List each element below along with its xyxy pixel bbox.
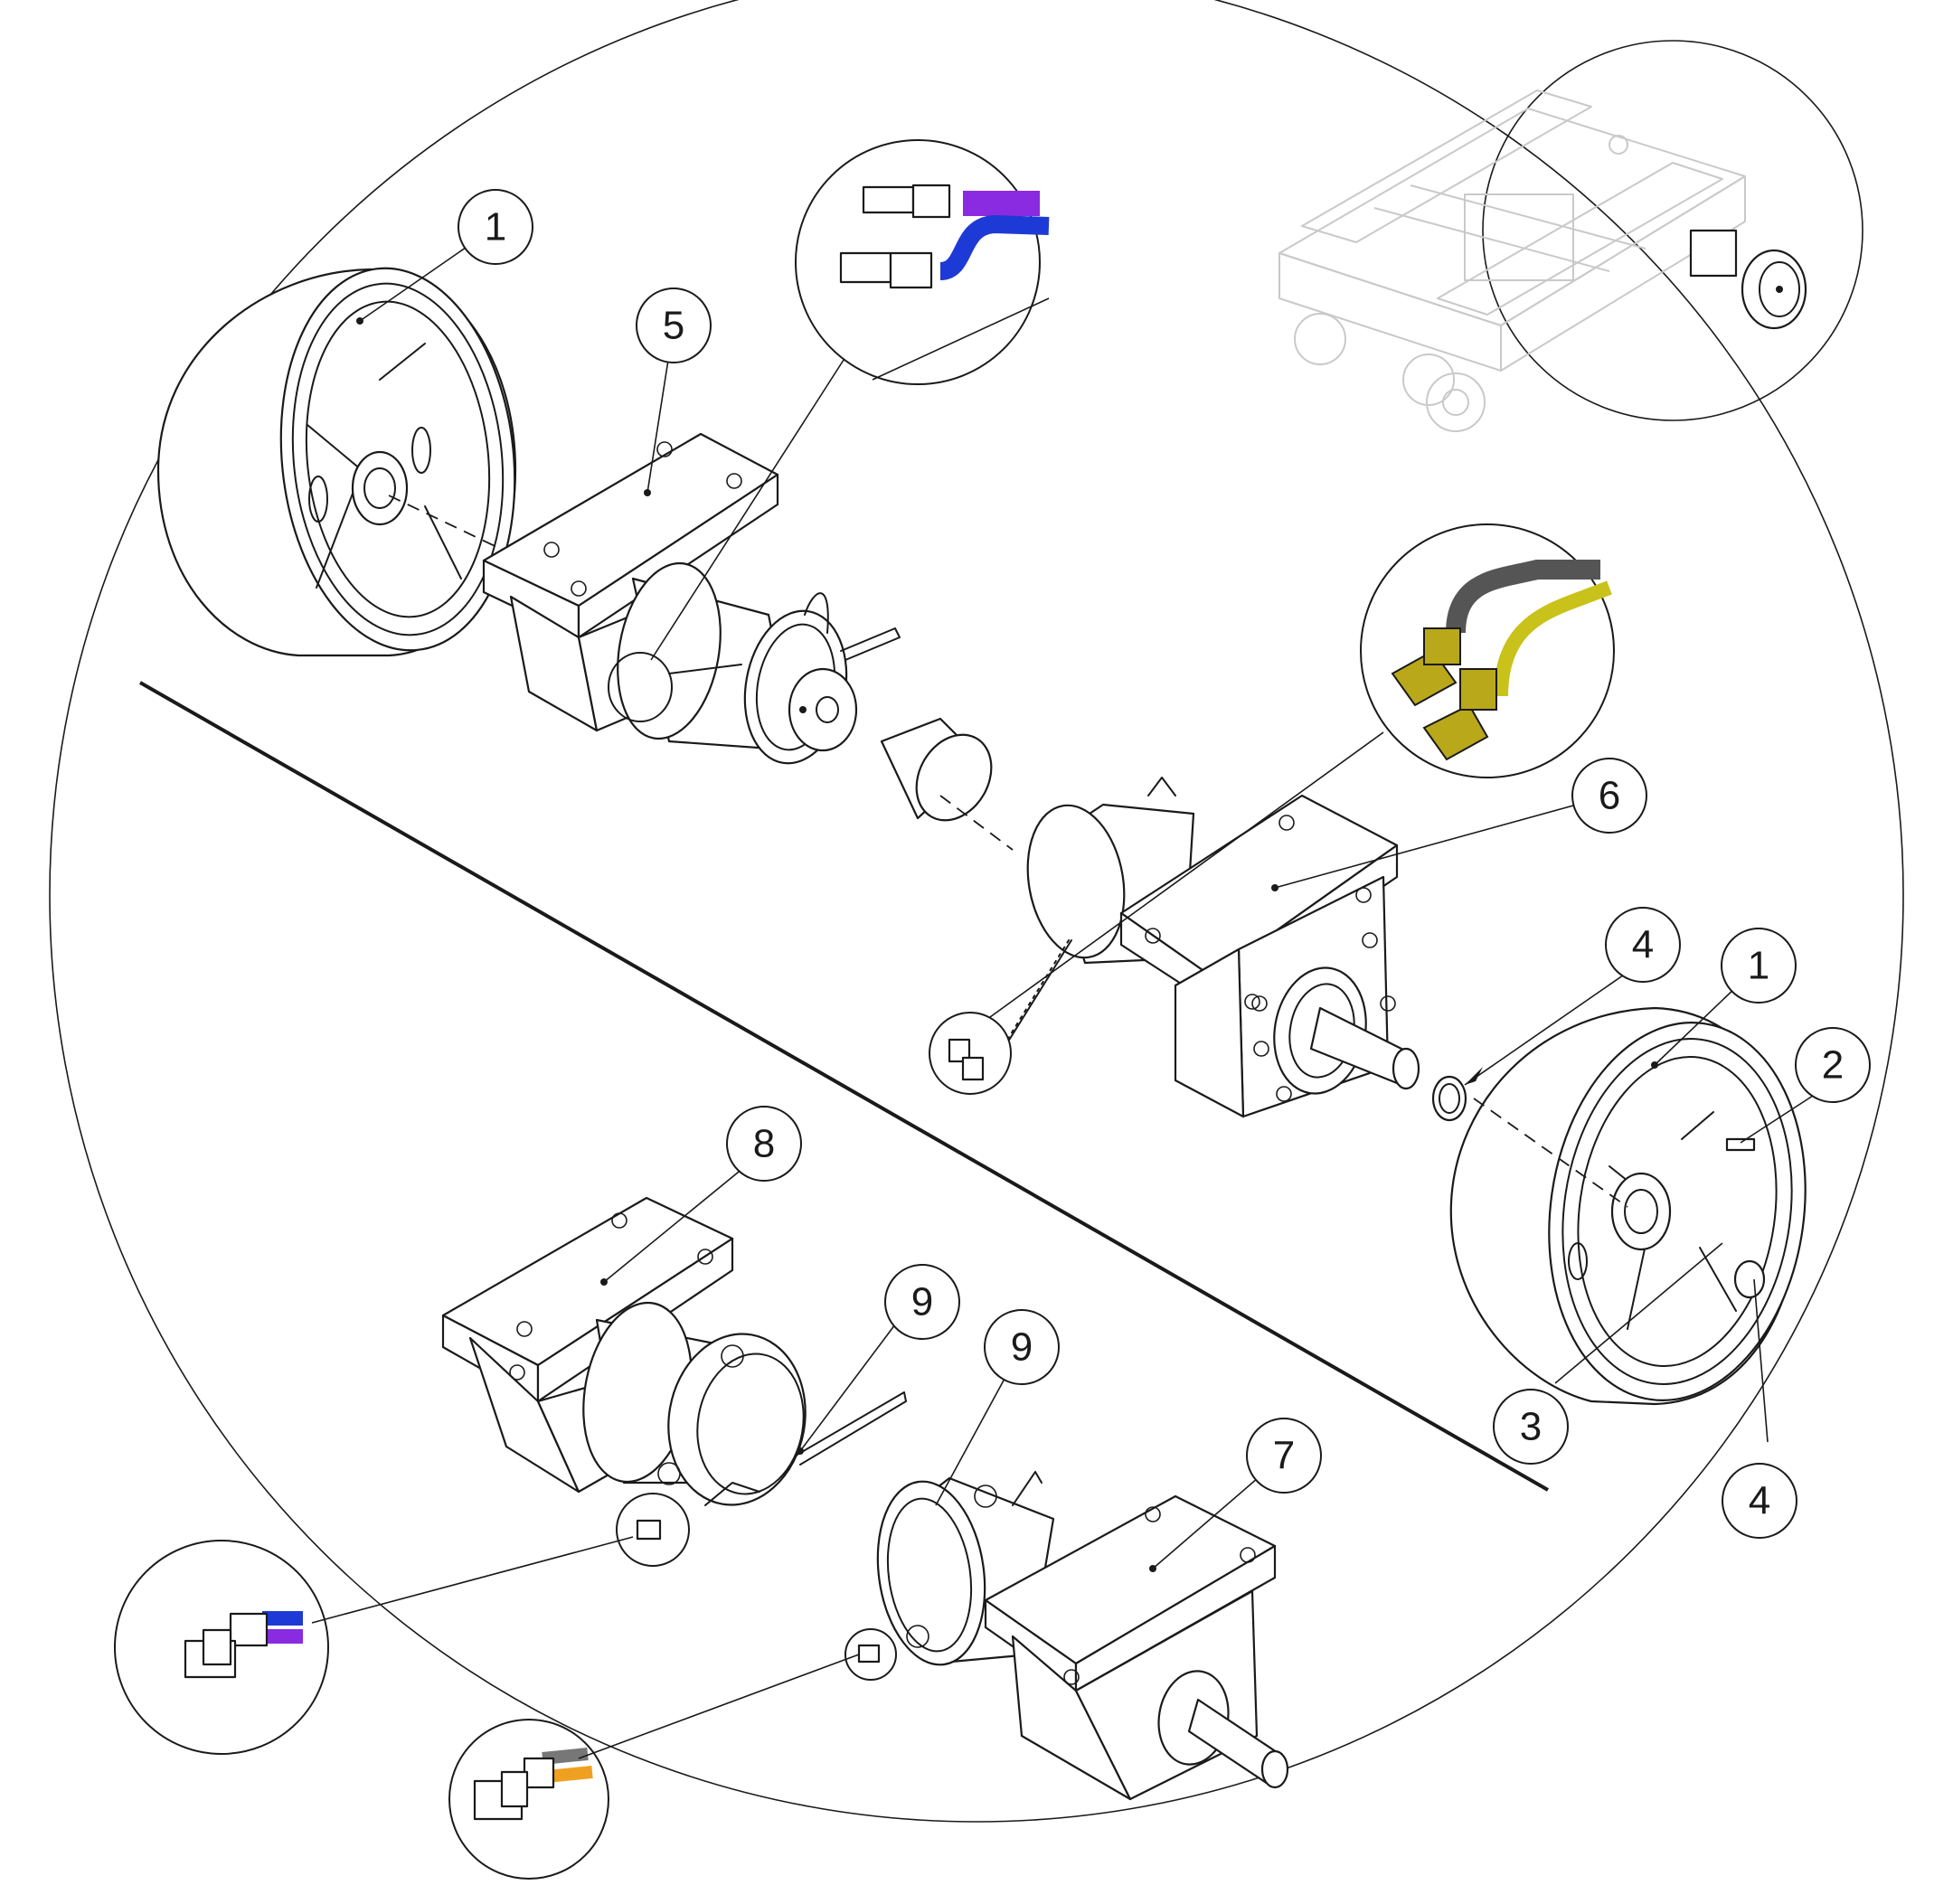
gearmotor-5 (388, 356, 901, 765)
gearmotor-7 (844, 1471, 1289, 1801)
callout-3-label: 3 (1520, 1405, 1542, 1449)
wheel-left (156, 267, 517, 657)
callout-8-label: 8 (753, 1122, 775, 1166)
highlighted-wheel-small (1689, 229, 1807, 330)
callout-3: 3 (1493, 1389, 1569, 1465)
callout-1-upper: 1 (458, 189, 533, 265)
detail-wires-gray-orange (448, 1654, 860, 1880)
callout-9-left: 9 (884, 1264, 960, 1340)
callout-1-upper-label: 1 (485, 205, 506, 250)
callout-5: 5 (636, 287, 712, 363)
retaining-ring (1431, 962, 1642, 1122)
callout-6: 6 (1571, 758, 1647, 834)
callout-2: 2 (1795, 1027, 1871, 1103)
callout-8: 8 (726, 1106, 802, 1182)
callout-2-label: 2 (1822, 1043, 1844, 1088)
callout-4-upper: 4 (1605, 907, 1681, 983)
callout-1-lower-label: 1 (1748, 944, 1769, 988)
locator-inset (1278, 40, 1863, 432)
callout-9-right: 9 (984, 1309, 1060, 1385)
gearmotor-6 (929, 731, 1420, 1118)
detail-wires-yellow (1360, 523, 1615, 778)
callout-5-label: 5 (663, 304, 684, 348)
gearmotor-8 (441, 1196, 907, 1567)
callout-7-label: 7 (1273, 1434, 1295, 1478)
detail-boundary-circle (49, 0, 1904, 1823)
callout-4-lower-label: 4 (1749, 1479, 1770, 1523)
callout-1-lower: 1 (1721, 928, 1797, 1004)
divider-line (139, 681, 1549, 1492)
end-cap (880, 717, 1014, 851)
detail-wires-purple-blue (795, 139, 1050, 385)
locator-circle (1482, 40, 1863, 421)
callout-7: 7 (1246, 1418, 1322, 1494)
callout-4-lower: 4 (1722, 1463, 1797, 1539)
detail-wires-blue-purple-lower (114, 1536, 634, 1755)
callout-6-label: 6 (1599, 774, 1620, 818)
wheel-right (1449, 1006, 1814, 1443)
cart-assembly-faint (1278, 90, 1746, 432)
callout-4-upper-label: 4 (1632, 923, 1654, 967)
callout-9-right-label: 9 (1011, 1325, 1033, 1370)
callout-9-left-label: 9 (911, 1280, 933, 1324)
